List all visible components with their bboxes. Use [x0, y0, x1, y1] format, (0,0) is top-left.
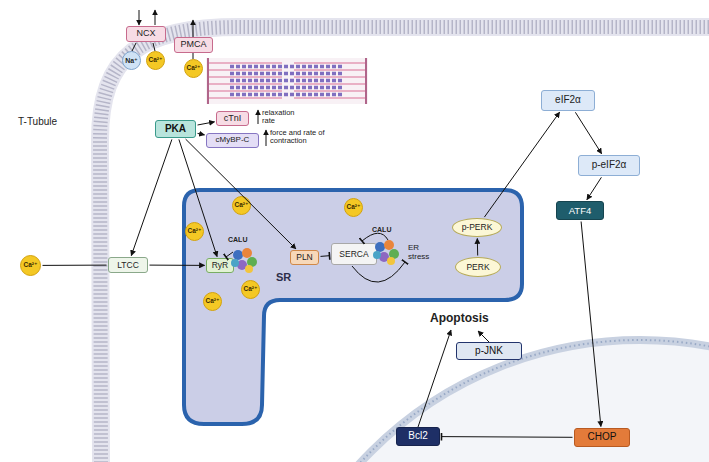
- protein-box: cTnI: [216, 111, 249, 126]
- node-text: SERCA: [339, 250, 368, 259]
- protein-box: Bcl2: [396, 427, 440, 446]
- channel-box: LTCC: [108, 257, 148, 273]
- outcome-label: Apoptosis: [430, 312, 510, 325]
- node-text: Ca²⁺: [188, 228, 202, 235]
- pathway-arrow: [478, 331, 489, 342]
- node-text: ATF4: [569, 206, 592, 216]
- node-text: PERK: [466, 263, 489, 272]
- process-label: ER stress: [408, 244, 436, 262]
- ion-flux-arrow: [193, 20, 194, 37]
- node-text: eIF2α: [555, 95, 581, 106]
- connector-arrow: [198, 122, 215, 125]
- node-text: LTCC: [117, 261, 139, 270]
- node-text: Ca²⁺: [206, 298, 220, 305]
- node-text: Ca²⁺: [347, 204, 361, 211]
- node-text: Na⁺: [125, 57, 138, 64]
- membrane-bilayer: [100, 27, 709, 462]
- node-text: Ca²⁺: [235, 202, 249, 209]
- protein-label: CALU: [228, 236, 258, 244]
- pathway-arrow: [418, 330, 451, 427]
- connector-arrow: [186, 139, 296, 249]
- ion-flux-arrow: [139, 10, 140, 25]
- ion-circle: Ca²⁺: [20, 255, 41, 276]
- ion-circle: Ca²⁺: [146, 51, 165, 70]
- inhibition-connector: [321, 255, 330, 257]
- node-text: Ca²⁺: [24, 262, 38, 269]
- ion-circle: Ca²⁺: [184, 59, 203, 78]
- connector-arrow: [43, 265, 107, 266]
- ion-circle: Ca²⁺: [344, 198, 363, 217]
- ion-circle: Ca²⁺: [203, 292, 222, 311]
- connector-arrow: [575, 112, 601, 153]
- factor-box: eIF2α: [541, 90, 595, 111]
- kinase-ellipse: p-PERK: [452, 218, 502, 237]
- node-text: cTnI: [224, 114, 242, 123]
- increase-arrow: [258, 110, 259, 124]
- thick-filament: [230, 67, 344, 95]
- factor-box: p-eIF2α: [578, 155, 640, 176]
- node-text: SR: [276, 272, 291, 284]
- node-text: p-PERK: [462, 223, 493, 232]
- node-text: RyR: [212, 261, 229, 270]
- connector-arrow: [477, 239, 478, 256]
- connector-arrow: [587, 177, 602, 199]
- connector-arrow: [581, 222, 601, 427]
- node-text: PMCA: [180, 40, 206, 49]
- tubule-label: T-Tubule: [18, 116, 88, 127]
- inhibition-connector: [442, 436, 573, 438]
- channel-box: RyR: [206, 258, 234, 273]
- connector-arrow: [179, 139, 217, 256]
- effect-note: force and rate of contraction: [270, 129, 332, 146]
- sr-membrane: [184, 190, 522, 424]
- node-text: Ca²⁺: [187, 65, 201, 72]
- node-text: p-eIF2α: [592, 160, 627, 171]
- ion-circle: Na⁺: [122, 51, 141, 70]
- connector-arrow: [484, 112, 559, 217]
- ion-flux-arrow: [155, 10, 156, 25]
- kinase-ellipse: PERK: [455, 257, 501, 277]
- increase-arrow: [266, 130, 267, 146]
- protein-box: NCX: [126, 26, 166, 42]
- connector-arrow: [131, 139, 172, 255]
- sarcomere-band: [206, 58, 368, 104]
- node-text: PLN: [296, 253, 313, 262]
- effect-note: relaxation rate: [262, 109, 306, 126]
- node-text: p-JNK: [475, 346, 503, 357]
- transcription-factor-box: CHOP: [574, 428, 630, 447]
- ion-circle: Ca²⁺: [241, 280, 260, 299]
- node-text: Ca²⁺: [244, 286, 258, 293]
- nucleus-envelope: [260, 340, 709, 462]
- node-text: Bcl2: [408, 431, 427, 442]
- node-text: NCX: [136, 29, 155, 38]
- connector-arrow: [150, 265, 205, 266]
- node-text: CHOP: [588, 432, 617, 443]
- z-disc: [208, 58, 366, 104]
- protein-label: CALU: [372, 226, 402, 234]
- ion-circle: Ca²⁺: [232, 196, 251, 215]
- sarcoplasmic-reticulum: SR RyR Ca²⁺ Ca²⁺ Ca²⁺ Ca²⁺ Ca²⁺ PLN SERCA p-PERK P…: [178, 186, 524, 426]
- nucleus: [260, 340, 709, 462]
- ion-line: [153, 43, 155, 51]
- protein-box: PLN: [290, 250, 319, 265]
- node-text: cMyBP-C: [216, 136, 250, 144]
- protein-box: cMyBP-C: [206, 133, 259, 148]
- protein-box: PMCA: [174, 37, 213, 53]
- ion-circle: Ca²⁺: [185, 222, 204, 241]
- kinase-box: p-JNK: [456, 342, 522, 360]
- node-text: Ca²⁺: [149, 57, 163, 64]
- node-text: PKA: [165, 124, 186, 135]
- connector-arrow: [198, 133, 205, 135]
- transcription-factor-box: ATF4: [556, 201, 604, 220]
- ion-line: [132, 43, 136, 51]
- pump-box: SERCA: [331, 243, 377, 265]
- kinase-box: PKA: [155, 120, 196, 138]
- thin-filament: [208, 63, 366, 98]
- cell-membrane: [100, 27, 709, 462]
